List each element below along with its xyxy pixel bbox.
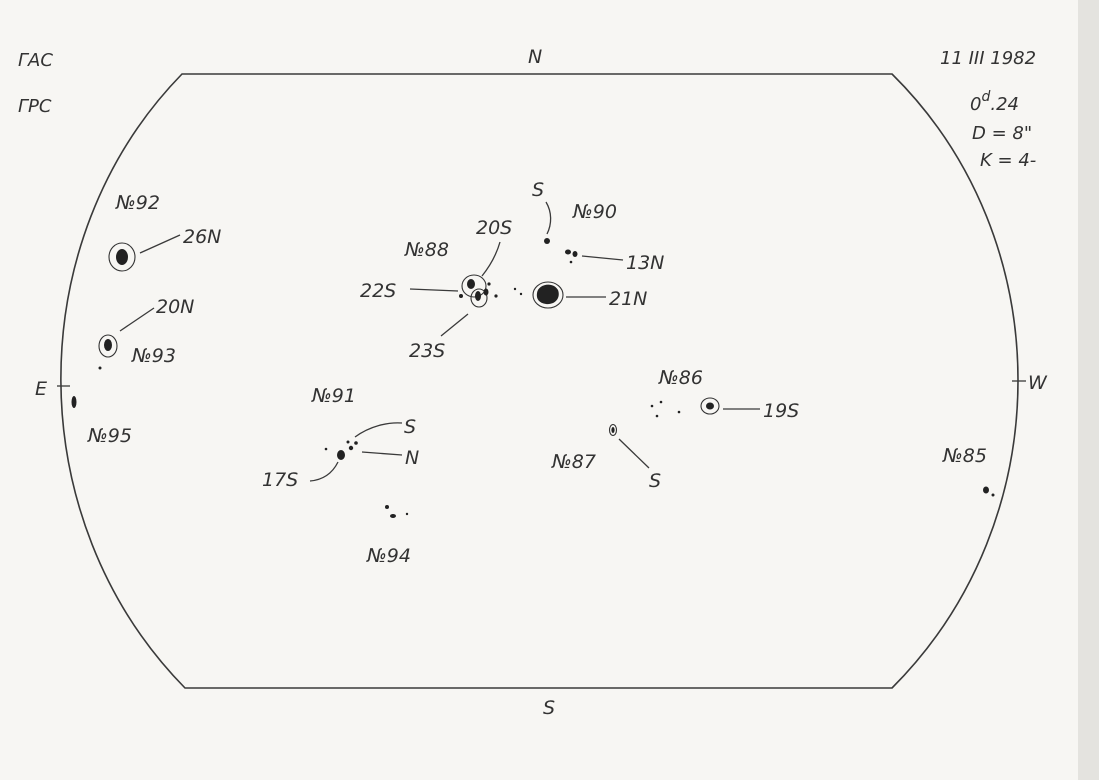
k-index: K = 4-: [980, 150, 1036, 171]
group-88-pore-2: [487, 282, 491, 286]
group-91-pole-s: S: [404, 416, 416, 438]
group-88-label: №88: [404, 239, 449, 261]
group-94-spot-2: [390, 514, 396, 518]
group-90-leader-a: [581, 255, 624, 261]
group-87: S №87: [551, 423, 661, 492]
solar-disk-outline: [60, 73, 1019, 689]
group-85-spot: [983, 486, 989, 494]
group-93-pore: [98, 366, 102, 370]
group-88: №88 20S 22S 23S: [360, 217, 523, 362]
group-92-lat: 26N: [183, 226, 221, 248]
west-label: W: [1028, 372, 1048, 394]
paper-edge: [1078, 0, 1099, 780]
group-90-label: №90: [572, 201, 617, 223]
group-91-lat: 17S: [262, 469, 298, 491]
group-94: №94: [366, 505, 411, 567]
group-93-label: №93: [131, 345, 176, 367]
group-88-lat-c: 23S: [409, 340, 445, 362]
group-91-leader-n: [361, 451, 403, 456]
group-88-pore-3: [494, 294, 498, 298]
group-95-label: №95: [87, 425, 132, 447]
group-88-leader-c: [440, 313, 469, 337]
group-86-pore-1: [650, 404, 654, 408]
group-88-pore-5: [519, 292, 523, 296]
group-94-spot-1: [385, 505, 389, 509]
group-93-lat: 20N: [156, 296, 194, 318]
group-86-pore-3: [655, 414, 659, 418]
group-92-umbra: [116, 249, 128, 265]
group-93-penumbra: [98, 334, 118, 358]
group-90-spot-2: [565, 249, 571, 255]
group-87-leader: [618, 438, 650, 469]
group-88-umbra-1: [467, 279, 475, 289]
group-91-pore-2: [324, 447, 328, 451]
group-88-penumbra-1: [461, 274, 487, 298]
group-86: №86 19S: [650, 367, 799, 422]
seeing-diameter: D = 8": [972, 123, 1032, 144]
group-90-umbra: [536, 284, 559, 305]
group-90-pore: [569, 260, 573, 264]
group-93: 20N №93: [98, 296, 194, 370]
header-left-line1: ГАС: [18, 50, 53, 71]
group-95: №95: [71, 396, 132, 447]
group-88-pore-4: [513, 287, 517, 291]
group-94-pore: [405, 512, 409, 516]
header-left-line2: ГРС: [18, 96, 52, 117]
group-88-leader-b: [409, 288, 459, 292]
group-87-umbra: [611, 427, 615, 433]
group-87-pole: S: [649, 470, 661, 492]
group-90-lat-a: 13N: [626, 252, 664, 274]
group-94-label: №94: [366, 545, 411, 567]
group-86-lat: 19S: [763, 400, 799, 422]
group-88-penumbra-2: [470, 288, 488, 308]
east-label: E: [35, 378, 47, 400]
group-85: №85: [942, 445, 995, 497]
group-90-spot-1: [544, 238, 550, 244]
group-85-pore: [991, 493, 995, 497]
south-label: S: [543, 697, 555, 719]
group-92-label: №92: [115, 192, 160, 214]
north-label: N: [528, 46, 542, 68]
group-90-pole-leader: [545, 201, 552, 235]
group-92-leader: [139, 234, 181, 254]
group-90-penumbra: [532, 281, 564, 309]
group-90-pole: S: [532, 179, 544, 201]
group-91: №91 S N 17S: [262, 385, 419, 491]
group-91-spot-3: [354, 441, 358, 445]
group-91-label: №91: [311, 385, 356, 407]
group-88-umbra-3: [483, 288, 489, 296]
group-86-pore-4: [677, 410, 681, 414]
group-88-lat-b: 22S: [360, 280, 396, 302]
group-92: №92 26N: [108, 192, 221, 272]
group-88-umbra-2: [475, 291, 481, 301]
group-92-penumbra: [108, 242, 136, 272]
group-93-leader: [119, 307, 155, 332]
group-91-pore-1: [346, 440, 350, 444]
group-88-pore-1: [459, 294, 463, 298]
group-86-penumbra: [700, 397, 720, 415]
group-88-lat-a: 20S: [476, 217, 512, 239]
group-85-label: №85: [942, 445, 987, 467]
observation-time: 0d.24: [970, 89, 1019, 115]
group-90-spot-3: [572, 251, 578, 257]
group-87-penumbra: [608, 423, 618, 437]
group-91-leader-s: [354, 422, 403, 438]
group-91-pole-n: N: [405, 447, 419, 469]
group-91-spot-2: [348, 445, 354, 451]
group-86-label: №86: [658, 367, 703, 389]
group-95-spot: [71, 396, 77, 408]
group-93-umbra: [104, 339, 112, 351]
observation-date: 11 III 1982: [940, 48, 1036, 69]
group-90-lat-b: 21N: [609, 288, 647, 310]
group-86-pore-2: [659, 400, 663, 404]
group-91-leader-lat: [309, 461, 339, 482]
group-88-leader-a: [481, 241, 501, 277]
group-90: S №90 13N 21N: [532, 179, 664, 310]
group-86-umbra: [706, 402, 714, 410]
group-87-label: №87: [551, 451, 596, 473]
group-91-spot-1: [337, 450, 345, 460]
